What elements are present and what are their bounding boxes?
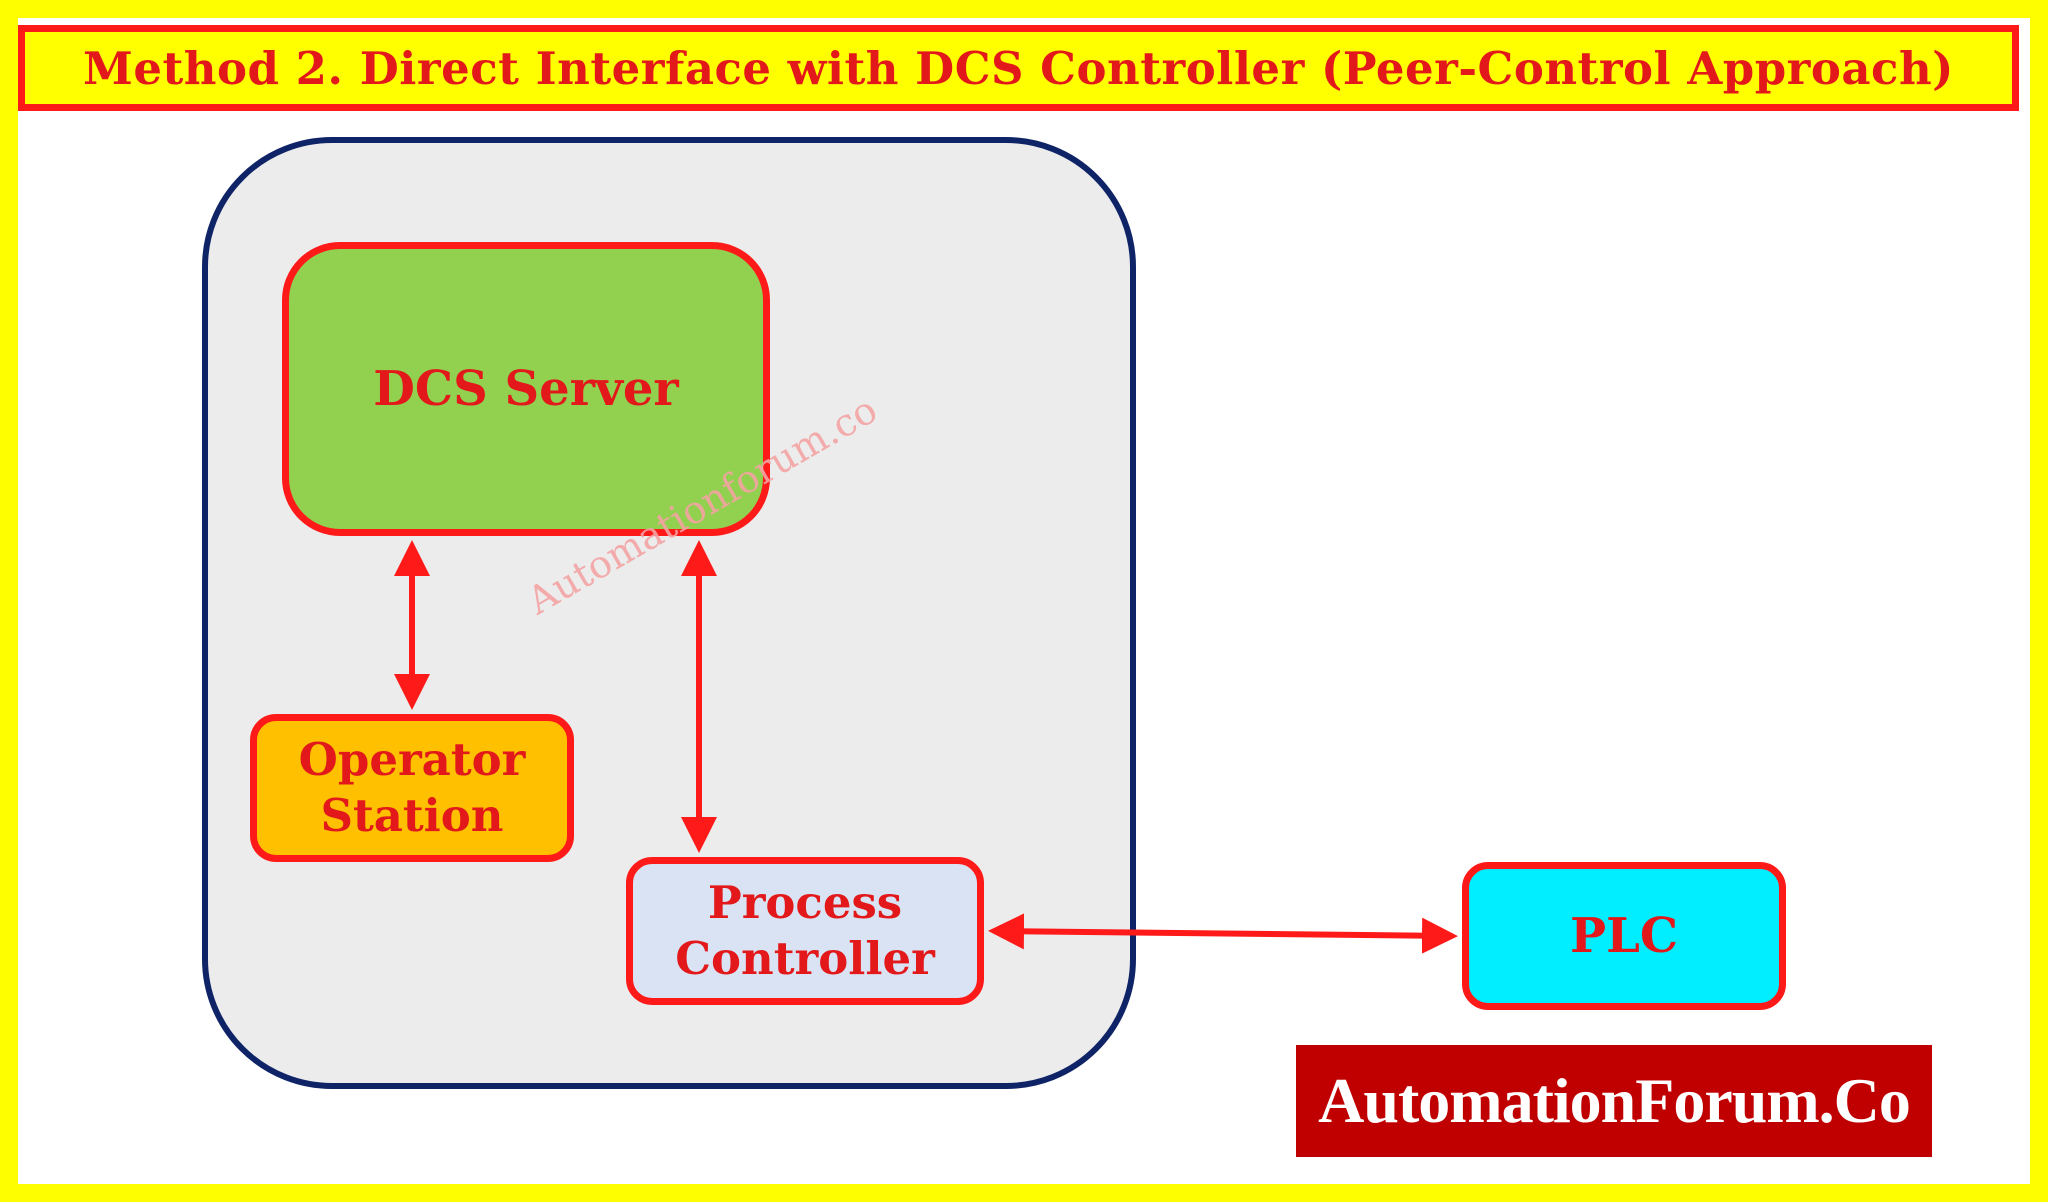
dcs-server-label: DCS Server — [373, 361, 679, 417]
automationforum-logo: AutomationForum.Co — [1296, 1045, 1932, 1157]
diagram-title-text: Method 2. Direct Interface with DCS Cont… — [83, 41, 1954, 95]
logo-text: AutomationForum.Co — [1318, 1065, 1911, 1136]
plc-label: PLC — [1569, 908, 1679, 964]
plc-node: PLC — [1462, 862, 1786, 1010]
process-controller-label-line2: Controller — [675, 932, 935, 985]
process-controller-node: Process Controller — [626, 857, 984, 1005]
operator-station-node: Operator Station — [250, 714, 574, 862]
dcs-server-node: DCS Server — [282, 242, 770, 536]
operator-station-label-line2: Station — [320, 789, 504, 842]
process-controller-label-line1: Process — [707, 875, 903, 929]
operator-station-label-line1: Operator — [298, 732, 526, 786]
diagram-title: Method 2. Direct Interface with DCS Cont… — [18, 25, 2019, 111]
